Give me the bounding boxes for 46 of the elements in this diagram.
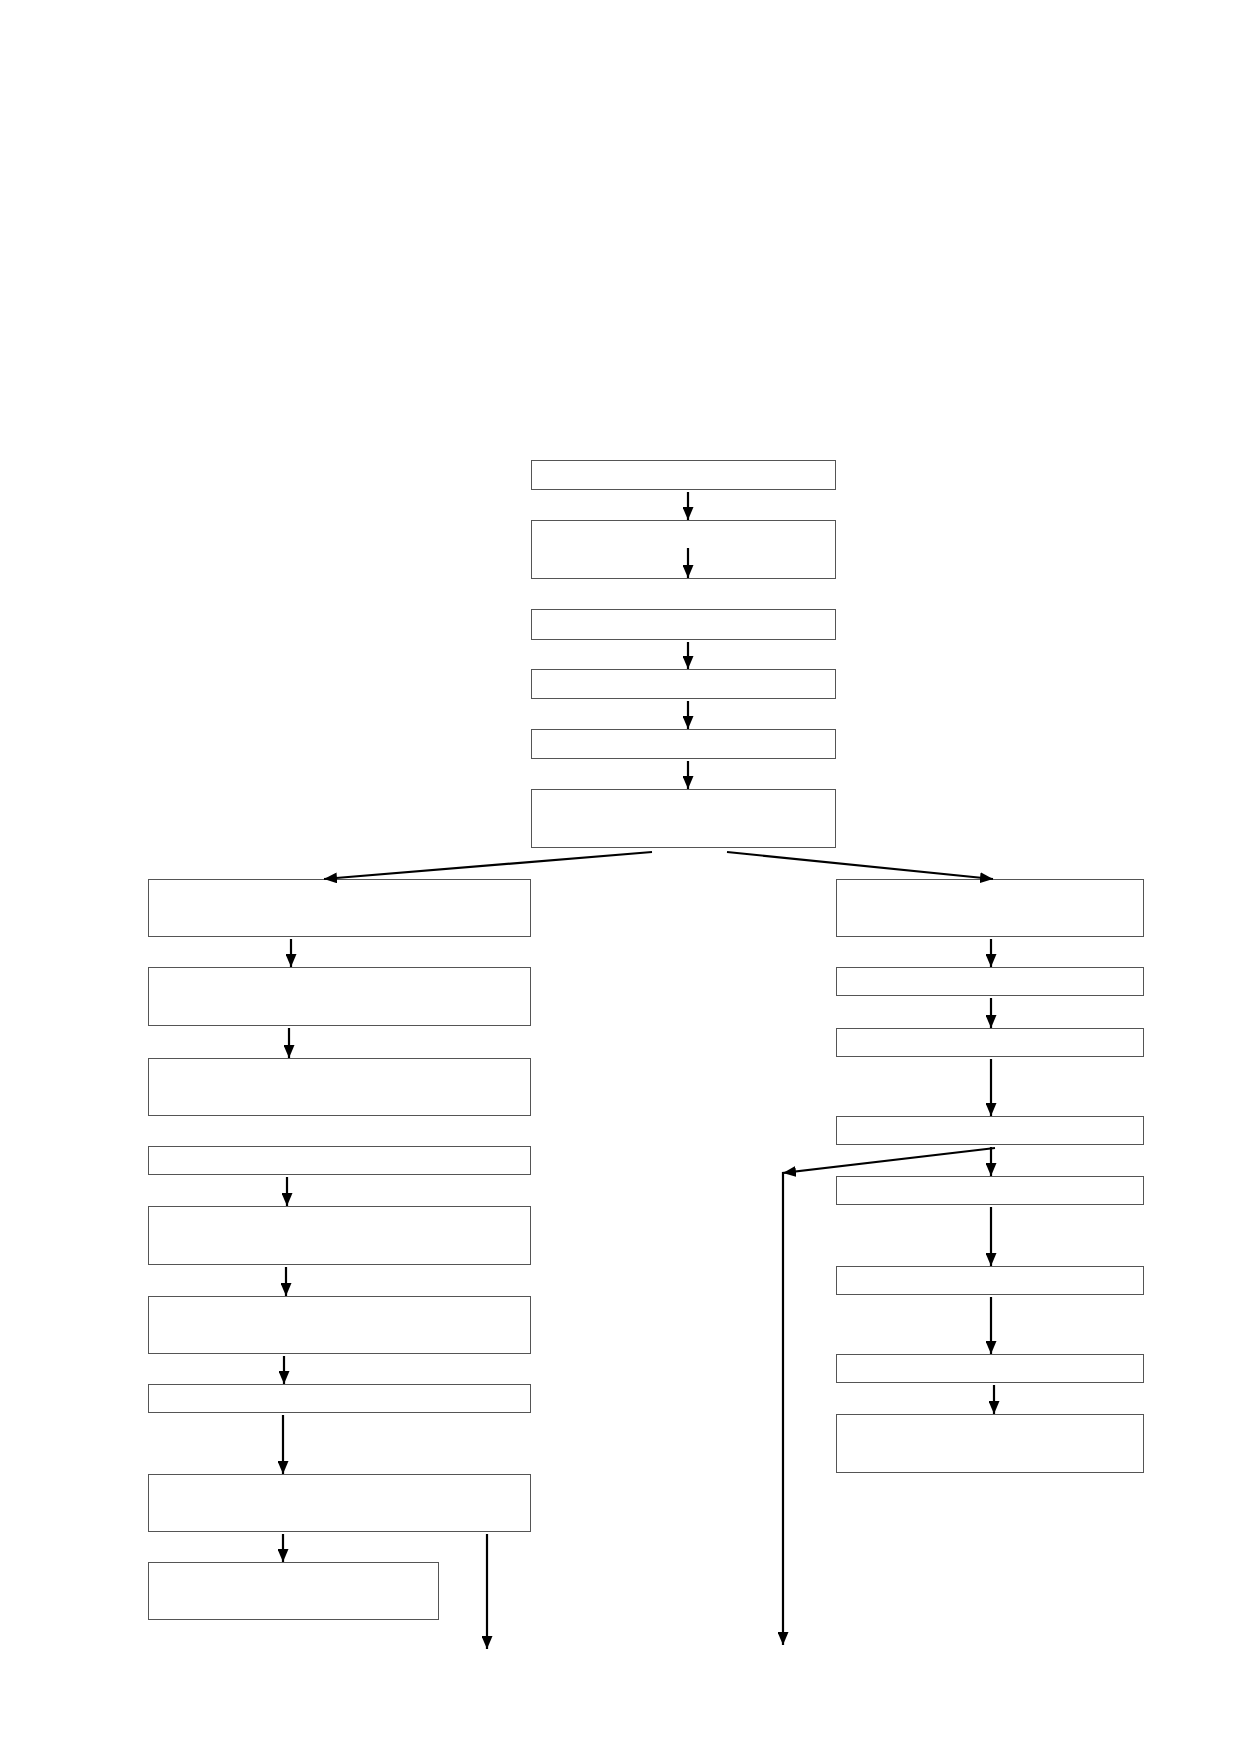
flowchart-box [836,1028,1144,1057]
flowchart-box [531,789,836,848]
arrow [277,1534,289,1562]
arrow [323,850,653,884]
arrow [726,850,994,884]
flowchart-box [836,1176,1144,1205]
arrow [985,1147,997,1176]
flowchart-box [148,967,531,1026]
arrow [280,1267,292,1296]
arrow [682,642,694,669]
arrow [682,492,694,520]
flowchart-box [148,1474,531,1532]
flowchart-box [148,879,531,937]
arrow [985,1059,997,1116]
flowchart-box [148,1296,531,1354]
flowchart-box [836,967,1144,996]
flowchart-box [531,729,836,759]
arrow [988,1385,1000,1414]
arrow [682,548,694,578]
flowchart-box [148,1384,531,1413]
arrow [285,939,297,967]
arrow [277,1415,289,1474]
arrow [682,761,694,789]
flowchart-box [531,460,836,490]
flowchart-box [531,609,836,640]
arrow [985,1297,997,1354]
arrow [985,939,997,967]
arrow [278,1356,290,1384]
arrow [682,701,694,729]
flowchart-box [531,520,836,579]
flowchart-box [148,1058,531,1116]
flowchart-box [836,1266,1144,1295]
flowchart-box [836,1116,1144,1145]
arrow [778,1146,996,1645]
arrow [985,998,997,1028]
arrow [283,1028,295,1058]
flowchart-box [836,1414,1144,1473]
arrow [985,1207,997,1266]
flowchart-box [148,1562,439,1620]
flowchart-box [148,1206,531,1265]
flowchart-box [836,879,1144,937]
flowchart-box [148,1146,531,1175]
flowchart-box [531,669,836,699]
arrow [281,1177,293,1206]
flowchart-box [836,1354,1144,1383]
arrow [481,1534,493,1649]
